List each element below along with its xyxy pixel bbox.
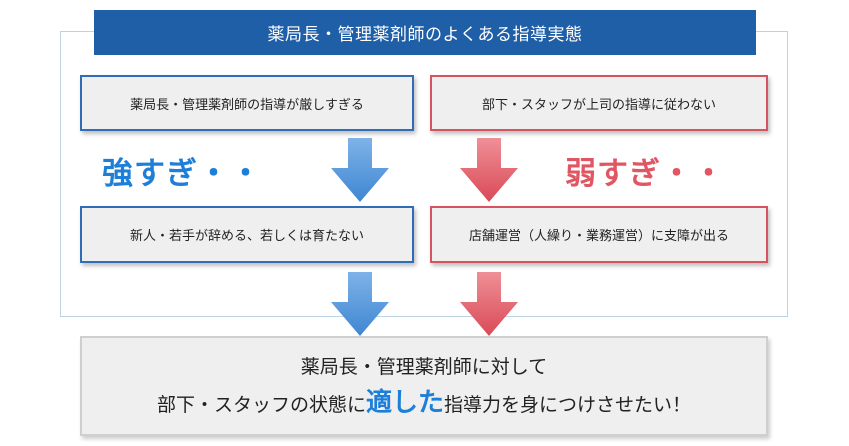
right-cause-box: 部下・スタッフが上司の指導に従わない <box>430 75 768 131</box>
conclusion-line-2: 部下・スタッフの状態に適した指導力を身につけさせたい！ <box>157 385 691 423</box>
too-strong-label: 強すぎ・・ <box>102 156 262 192</box>
left-cause-text: 薬局長・管理薬剤師の指導が厳しすぎる <box>130 97 364 113</box>
left-result-box: 新人・若手が辞める、若しくは育たない <box>80 206 414 263</box>
blue-down-arrow-icon <box>331 138 389 202</box>
right-result-box: 店舗運営（人繰り・業務運営）に支障が出る <box>430 206 768 263</box>
red-down-arrow-icon <box>460 272 518 336</box>
conclusion-line-1: 薬局長・管理薬剤師に対して <box>300 356 548 378</box>
conclusion-line-2-after: 指導力を身につけさせたい！ <box>444 394 692 416</box>
conclusion-emphasis: 適した <box>365 388 444 418</box>
blue-down-arrow-icon <box>331 272 389 336</box>
too-weak-label: 弱すぎ・・ <box>565 156 725 192</box>
red-down-arrow-icon <box>460 138 518 202</box>
conclusion-box: 薬局長・管理薬剤師に対して 部下・スタッフの状態に適した指導力を身につけさせたい… <box>80 336 768 436</box>
left-cause-box: 薬局長・管理薬剤師の指導が厳しすぎる <box>80 75 414 131</box>
conclusion-line-2-before: 部下・スタッフの状態に <box>156 394 366 416</box>
right-cause-text: 部下・スタッフが上司の指導に従わない <box>481 97 716 113</box>
left-result-text: 新人・若手が辞める、若しくは育たない <box>129 229 364 244</box>
right-result-text: 店舗運営（人繰り・業務運営）に支障が出る <box>468 229 729 244</box>
diagram-title: 薬局長・管理薬剤師のよくある指導実態 <box>94 10 756 55</box>
